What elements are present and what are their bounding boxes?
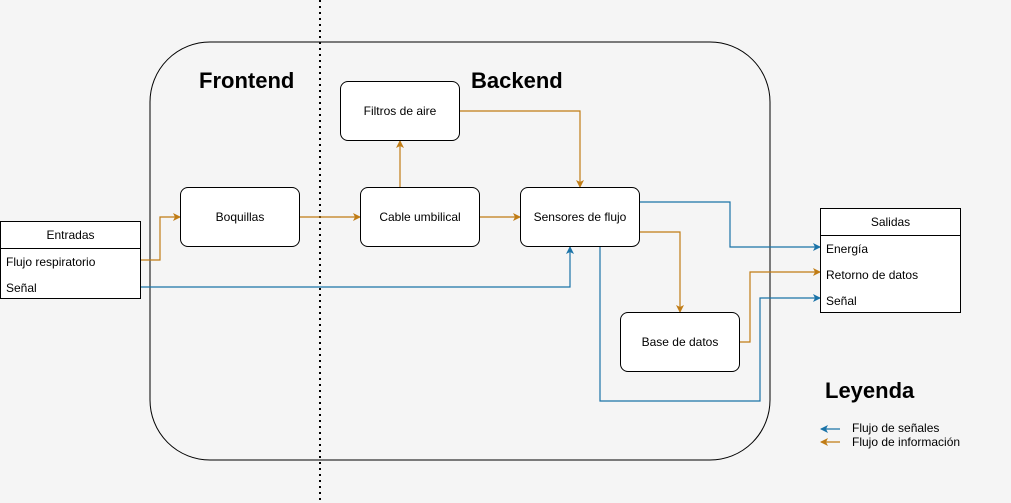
edge-sensores-to-energia bbox=[640, 201, 821, 251]
input-row-flujo-respiratorio: Flujo respiratorio bbox=[6, 255, 96, 269]
output-row-retorno-de-datos: Retorno de datos bbox=[826, 268, 919, 282]
edge-filtros-to-sensores bbox=[460, 110, 584, 188]
edge-sensores-to-senal-out bbox=[599, 247, 821, 402]
output-row-energia: Energía bbox=[826, 242, 869, 256]
node-sensores-de-flujo[interactable]: Sensores de flujo bbox=[520, 187, 640, 247]
system-boundary bbox=[149, 41, 771, 461]
input-row-senal: Señal bbox=[6, 281, 37, 295]
legend-title: Leyenda bbox=[825, 378, 915, 403]
inputs-title: Entradas bbox=[1, 222, 140, 249]
node-base-de-datos[interactable]: Base de datos bbox=[620, 312, 740, 372]
node-filtros-de-aire[interactable]: Filtros de aire bbox=[340, 81, 460, 141]
edge-sensores-to-base bbox=[640, 231, 684, 313]
legend-signal-label: Flujo de señales bbox=[852, 421, 940, 435]
node-boquillas[interactable]: Boquillas bbox=[180, 187, 300, 247]
edge-flujo-to-boquillas bbox=[140, 213, 181, 261]
edge-base-to-retorno bbox=[740, 268, 821, 343]
legend-info-label: Flujo de información bbox=[852, 435, 961, 449]
outputs-title: Salidas bbox=[821, 209, 960, 236]
backend-label: Backend bbox=[471, 68, 563, 93]
frontend-label: Frontend bbox=[199, 68, 295, 93]
inputs-table[interactable]: Entradas Flujo respiratorio Señal bbox=[0, 221, 141, 299]
outputs-table[interactable]: Salidas Energía Retorno de datos Señal bbox=[820, 208, 961, 313]
edge-senal-to-sensores bbox=[140, 246, 574, 288]
output-row-senal: Señal bbox=[826, 294, 857, 308]
node-cable-umbilical[interactable]: Cable umbilical bbox=[360, 187, 480, 247]
